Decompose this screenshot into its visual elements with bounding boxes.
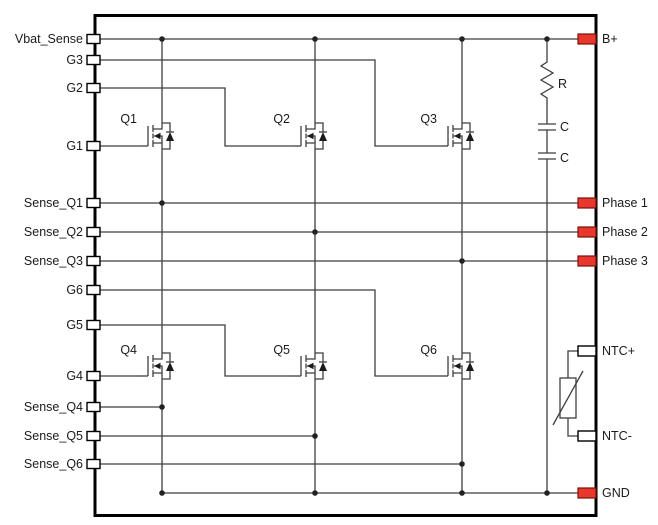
pin-g2: [86, 82, 101, 94]
pin-label-g6: G6: [66, 283, 83, 297]
pin-g4: [86, 370, 101, 382]
junction-dot: [459, 36, 465, 42]
transistor-label-q3: Q3: [420, 112, 437, 126]
pin-phase3: [577, 255, 597, 267]
pin-g5: [86, 319, 101, 331]
wire-ntc-minus: [567, 418, 580, 437]
pin-sense-q3: [86, 255, 101, 267]
mosfet-q2-symbol: [291, 117, 328, 155]
pin-label-g2: G2: [66, 81, 83, 95]
junction-dot: [159, 36, 165, 42]
pin-label-b-plus: B+: [602, 32, 618, 46]
right-pins: B+ Phase 1 Phase 2 Phase 3 NTC+ NTC- GND: [577, 32, 648, 500]
pin-sense-q5: [86, 430, 101, 442]
mosfet-q3-symbol: [438, 117, 475, 155]
pin-g3: [86, 54, 101, 66]
pin-label-ntc-plus: NTC+: [602, 344, 635, 358]
pin-label-vbat-sense: Vbat_Sense: [15, 32, 83, 46]
transistor-label-q6: Q6: [420, 343, 437, 357]
junction-dot: [312, 36, 318, 42]
junction-dot: [459, 461, 465, 467]
pin-label-g5: G5: [66, 318, 83, 332]
pin-label-sense-q2: Sense_Q2: [24, 225, 83, 239]
pin-label-sense-q3: Sense_Q3: [24, 254, 83, 268]
left-pins: Vbat_Sense G3 G2 G1 Sense_Q1 Sense_Q2 Se…: [15, 32, 101, 471]
pin-label-sense-q6: Sense_Q6: [24, 457, 83, 471]
pin-b-plus: [577, 33, 597, 45]
capacitor2-plates: [538, 152, 556, 160]
wires: [100, 38, 584, 494]
resistor-label: R: [558, 77, 567, 91]
mosfet-q4-symbol: [138, 347, 175, 385]
wire-ntc-plus: [567, 350, 580, 378]
pin-label-sense-q1: Sense_Q1: [24, 196, 83, 210]
junction-dot: [159, 404, 165, 410]
capacitor1-plates: [538, 123, 556, 131]
pin-ntc-plus: [577, 345, 597, 357]
resistor-and-lead: [539, 39, 555, 124]
transistor-label-q5: Q5: [273, 343, 290, 357]
junction-dot: [544, 490, 550, 496]
transistor-label-q2: Q2: [273, 112, 290, 126]
pin-g6: [86, 284, 101, 296]
junction-dots: [159, 36, 550, 496]
junction-dot: [312, 433, 318, 439]
wire-g3-to-q3: [100, 59, 439, 147]
pin-gnd: [577, 487, 597, 499]
pin-label-phase1: Phase 1: [602, 196, 648, 210]
junction-dot: [312, 229, 318, 235]
junction-dot: [159, 490, 165, 496]
capacitor2-label: C: [560, 151, 569, 165]
pin-label-g3: G3: [66, 53, 83, 67]
junction-dot: [459, 258, 465, 264]
pin-label-g4: G4: [66, 369, 83, 383]
passive-labels: R C C: [558, 77, 569, 165]
junction-dot: [459, 490, 465, 496]
pin-sense-q4: [86, 401, 101, 413]
pin-phase2: [577, 226, 597, 238]
pin-vbat-sense: [86, 33, 101, 45]
pin-phase1: [577, 197, 597, 209]
pin-label-ntc-minus: NTC-: [602, 429, 632, 443]
pin-label-sense-q4: Sense_Q4: [24, 400, 83, 414]
ntc-thermistor-slash: [552, 370, 584, 426]
pin-label-g1: G1: [66, 139, 83, 153]
mosfet-q1-symbol: [138, 117, 175, 155]
pin-sense-q2: [86, 226, 101, 238]
transistor-label-q1: Q1: [120, 112, 137, 126]
junction-dot: [312, 490, 318, 496]
pin-sense-q1: [86, 197, 101, 209]
pin-ntc-minus: [577, 430, 597, 442]
pin-g1: [86, 140, 101, 152]
mosfet-q5-symbol: [291, 347, 328, 385]
capacitor1-label: C: [560, 120, 569, 134]
junction-dot: [159, 200, 165, 206]
mosfets: Q1 Q2 Q3 Q4 Q5 Q6: [120, 112, 475, 385]
module-outline: [93, 14, 598, 517]
mosfet-q6-symbol: [438, 347, 475, 385]
pin-label-phase3: Phase 3: [602, 254, 648, 268]
wire-g6-to-q6: [100, 289, 439, 377]
transistor-label-q4: Q4: [120, 343, 137, 357]
pin-label-sense-q5: Sense_Q5: [24, 429, 83, 443]
pin-label-phase2: Phase 2: [602, 225, 648, 239]
junction-dot: [544, 36, 550, 42]
pin-label-gnd: GND: [602, 486, 630, 500]
pin-sense-q6: [86, 458, 101, 470]
